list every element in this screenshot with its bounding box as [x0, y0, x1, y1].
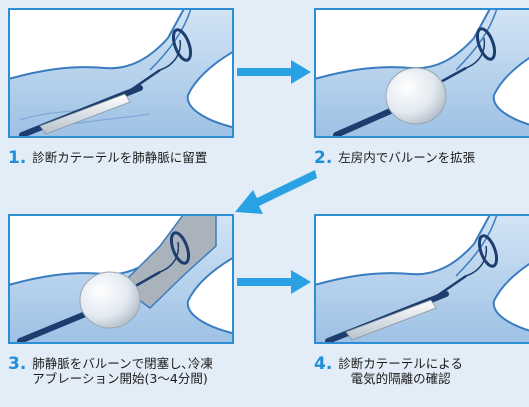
step-number: 4.: [314, 354, 333, 374]
step-1-illustration: [8, 8, 234, 138]
arrow-right-top: [237, 60, 311, 84]
balloon: [385, 67, 447, 125]
step-number: 2.: [314, 148, 333, 168]
catheter: [325, 234, 499, 342]
occluded-vein: [118, 216, 217, 309]
caption-line: 診断カテーテルを肺静脈に留置: [32, 150, 208, 165]
step-1-caption: 1. 診断カテーテルを肺静脈に留置: [8, 148, 308, 168]
arrow-diagonal: [235, 170, 317, 214]
caption-line: アブレーション開始(3～4分間): [32, 371, 208, 386]
step-4-illustration: [314, 214, 529, 344]
catheter: [19, 28, 193, 136]
caption-line: 診断カテーテルによる: [338, 356, 463, 371]
step-3-caption: 3. 肺静脈をバルーンで閉塞し､冷凍 アブレーション開始(3～4分間): [8, 354, 308, 387]
arrow-right-bottom: [237, 270, 311, 294]
step-number: 3.: [8, 354, 27, 374]
step-number: 1.: [8, 148, 27, 168]
step-3-illustration: [8, 214, 234, 344]
step-2-illustration: [314, 8, 529, 138]
caption-line: 電気的隔離の確認: [350, 371, 451, 386]
pulmonary-vein: [149, 10, 192, 71]
atrium-wall: [10, 10, 232, 136]
step-4-caption: 4. 診断カテーテルによる 電気的隔離の確認: [314, 354, 526, 387]
caption-line: 肺静脈をバルーンで閉塞し､冷凍: [32, 356, 213, 371]
balloon: [79, 271, 141, 329]
step-2-caption: 2. 左房内でバルーンを拡張: [314, 148, 526, 168]
caption-line: 左房内でバルーンを拡張: [338, 150, 476, 165]
